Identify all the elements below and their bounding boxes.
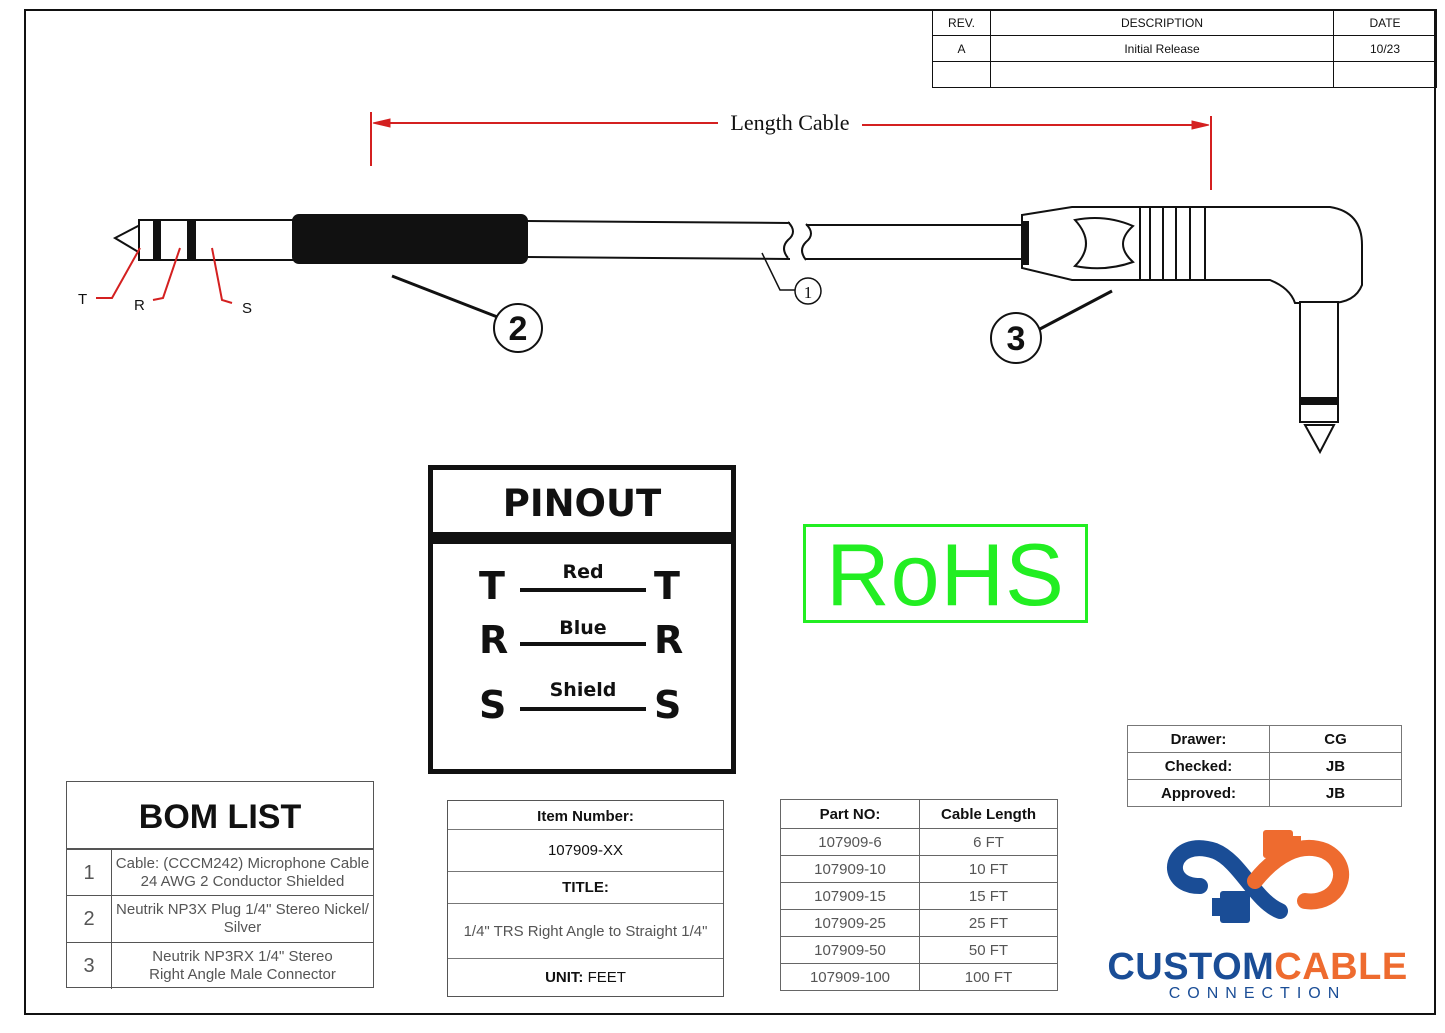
- pinout-right-r: R: [654, 618, 684, 662]
- bom-item-number: 3: [67, 942, 112, 989]
- brand-name-part2: CABLE: [1274, 946, 1408, 988]
- pin-label-r: R: [134, 297, 145, 314]
- bom-table: 1 Cable: (CCCM242) Microphone Cable 24 A…: [67, 849, 373, 989]
- straight-plug: [112, 214, 1022, 264]
- date-empty: [1333, 61, 1437, 88]
- bom-item-line2: 24 AWG 2 Conductor Shielded: [140, 872, 345, 890]
- callout-3-label: 3: [1007, 320, 1026, 358]
- brand-name-part1: CUSTOM: [1107, 946, 1275, 988]
- table-row: Approved: JB: [1127, 779, 1402, 807]
- bom-item-description: Neutrik NP3RX 1/4" Stereo Right Angle Ma…: [111, 942, 373, 989]
- rev-empty: [932, 61, 991, 88]
- bom-item-number: 2: [67, 895, 112, 943]
- pinout-wire-red: [520, 588, 646, 592]
- revision-table: REV. DESCRIPTION DATE A Initial Release …: [932, 9, 1437, 88]
- bom-row: 1 Cable: (CCCM242) Microphone Cable 24 A…: [67, 849, 373, 896]
- custom-cable-logo-icon: [1167, 830, 1350, 923]
- callout-1-label: 1: [804, 283, 813, 302]
- pinout-wire-red-label: Red: [562, 561, 604, 583]
- part-no-cell: 107909-15: [780, 882, 920, 910]
- table-row: 107909-50 50 FT: [780, 936, 1058, 964]
- pinout-left-r: R: [479, 618, 509, 662]
- table-row: Checked: JB: [1127, 752, 1402, 780]
- table-row: 107909-6 6 FT: [780, 828, 1058, 856]
- part-no-cell: 107909-100: [780, 963, 920, 991]
- bom-row: 3 Neutrik NP3RX 1/4" Stereo Right Angle …: [67, 942, 373, 989]
- unit-label: UNIT:: [545, 969, 584, 986]
- cable-length-cell: 10 FT: [919, 855, 1058, 883]
- rohs-badge: RoHS: [803, 524, 1088, 623]
- bom-item-description: Neutrik NP3X Plug 1/4" Stereo Nickel/ Si…: [111, 895, 373, 943]
- drawing-sheet-border: [24, 9, 1436, 1015]
- drawer-label: Drawer:: [1127, 725, 1270, 753]
- pinout-right-s: S: [654, 683, 682, 727]
- bom-item-line1: Neutrik NP3RX 1/4" Stereo: [152, 947, 333, 965]
- bom-row: 2 Neutrik NP3X Plug 1/4" Stereo Nickel/ …: [67, 895, 373, 943]
- cable-length-cell: 100 FT: [919, 963, 1058, 991]
- title-value: 1/4" TRS Right Angle to Straight 1/4": [448, 904, 723, 959]
- pinout-title: PINOUT: [433, 470, 731, 544]
- cable-drawing: Length Cable T R S: [78, 110, 1363, 455]
- title-label: TITLE:: [448, 872, 723, 904]
- cable-length-cell: 50 FT: [919, 936, 1058, 964]
- pinout-box: PINOUT T Red T R Blue R S Shield S: [428, 465, 736, 774]
- pinout-wire-blue-label: Blue: [559, 617, 607, 639]
- item-info-box: Item Number: 107909-XX TITLE: 1/4" TRS R…: [447, 800, 724, 997]
- brand-subtitle: CONNECTION: [1168, 985, 1347, 1002]
- unit-value: FEET: [587, 969, 626, 986]
- trs-pointers: [96, 247, 233, 304]
- bom-item-number: 1: [67, 849, 112, 896]
- table-row: 107909-100 100 FT: [780, 963, 1058, 991]
- approved-label: Approved:: [1127, 779, 1270, 807]
- drawer-value: CG: [1269, 725, 1402, 753]
- item-number-label: Item Number:: [448, 801, 723, 830]
- pin-label-s: S: [242, 300, 252, 317]
- part-no-cell: 107909-10: [780, 855, 920, 883]
- bom-item-line1: Cable: (CCCM242) Microphone Cable: [115, 854, 370, 872]
- part-no-cell: 107909-50: [780, 936, 920, 964]
- table-row: Drawer: CG: [1127, 725, 1402, 753]
- checked-value: JB: [1269, 752, 1402, 780]
- callouts: [391, 252, 1113, 364]
- table-row: 107909-10 10 FT: [780, 855, 1058, 883]
- description-header: DESCRIPTION: [990, 9, 1334, 36]
- approvals-table: Drawer: CG Checked: JB Approved: JB: [1127, 725, 1402, 807]
- bom-title: BOM LIST: [67, 782, 373, 849]
- approved-value: JB: [1269, 779, 1402, 807]
- brand-name: CUSTOMCABLE: [1090, 948, 1425, 986]
- unit-row: UNIT: FEET: [448, 959, 723, 995]
- part-no-cell: 107909-6: [780, 828, 920, 856]
- checked-label: Checked:: [1127, 752, 1270, 780]
- bom-item-line2: Silver: [223, 919, 262, 936]
- length-dimension: [370, 112, 1212, 190]
- bom-item-description: Cable: (CCCM242) Microphone Cable 24 AWG…: [111, 849, 373, 896]
- pinout-wire-blue: [520, 642, 646, 646]
- date-header: DATE: [1333, 9, 1437, 36]
- right-angle-connector: [1021, 206, 1363, 455]
- cable-length-header: Cable Length: [919, 799, 1058, 829]
- cable-length-cell: 15 FT: [919, 882, 1058, 910]
- bom-item-line1: Neutrik NP3X Plug 1/4" Stereo Nickel/: [116, 901, 369, 918]
- cable-length-cell: 25 FT: [919, 909, 1058, 937]
- bom-item-line2: Right Angle Male Connector: [149, 965, 336, 983]
- date-value: 10/23: [1333, 35, 1437, 62]
- table-row: 107909-15 15 FT: [780, 882, 1058, 910]
- pinout-right-t: T: [654, 564, 680, 608]
- pinout-wire-shield-label: Shield: [549, 679, 617, 701]
- part-no-header: Part NO:: [780, 799, 920, 829]
- pinout-left-s: S: [479, 683, 507, 727]
- bom-list: BOM LIST 1 Cable: (CCCM242) Microphone C…: [66, 781, 374, 989]
- length-cable-label: Length Cable: [730, 110, 849, 135]
- pin-label-t: T: [78, 291, 87, 308]
- table-row: 107909-25 25 FT: [780, 909, 1058, 937]
- pinout-left-t: T: [479, 564, 505, 608]
- cable-length-cell: 6 FT: [919, 828, 1058, 856]
- item-number-value: 107909-XX: [448, 830, 723, 872]
- part-number-table: Part NO: Cable Length 107909-6 6 FT 1079…: [780, 799, 1058, 991]
- part-no-cell: 107909-25: [780, 909, 920, 937]
- pinout-wire-shield: [520, 707, 646, 711]
- callout-2-label: 2: [509, 310, 528, 348]
